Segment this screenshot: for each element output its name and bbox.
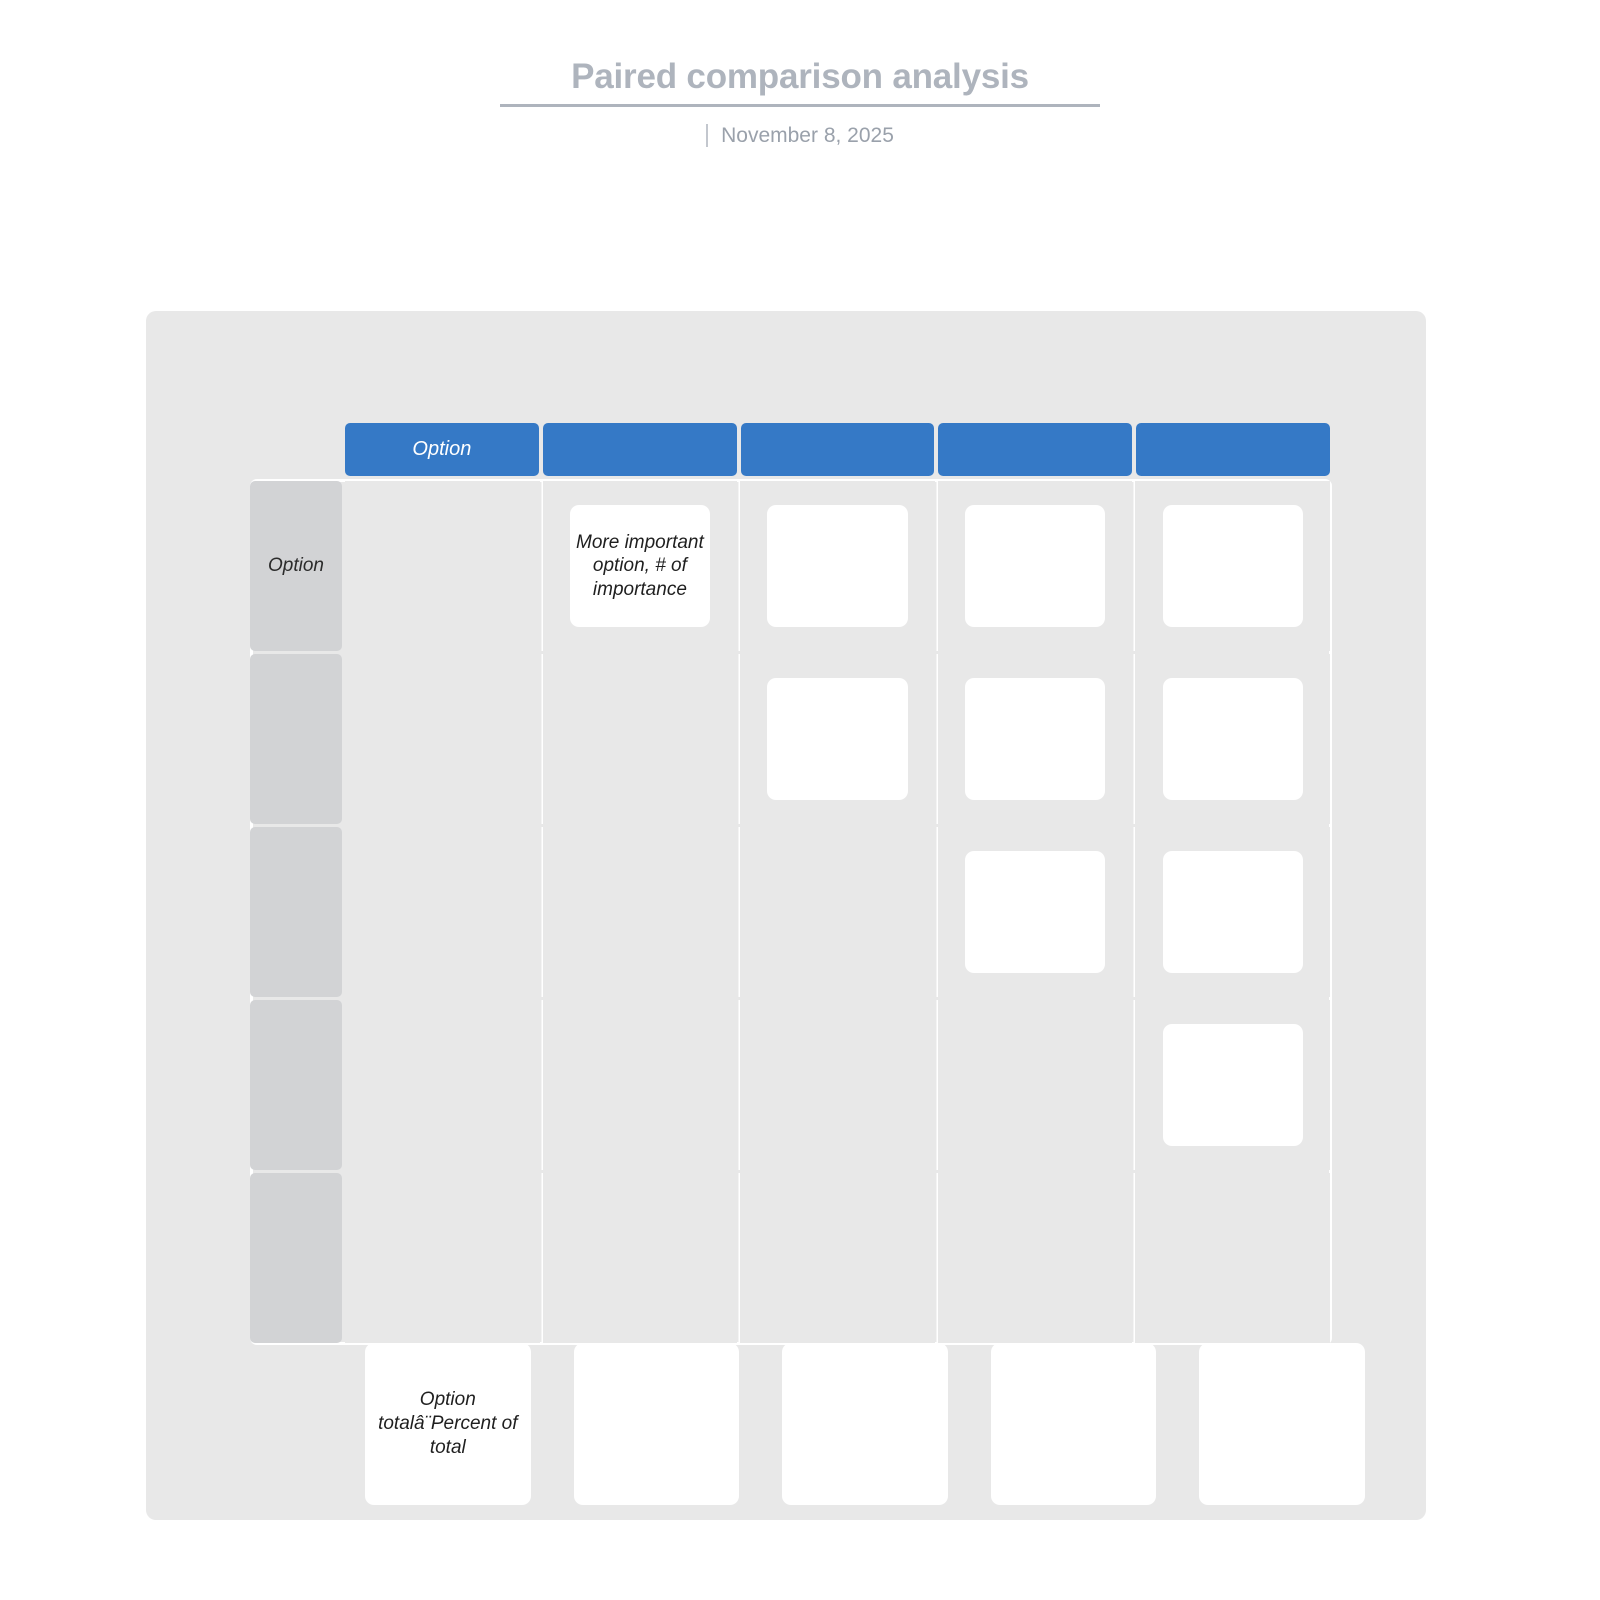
table-row: Option More important option, # of impor…	[250, 481, 1330, 651]
table-row	[250, 654, 1330, 824]
row-header-2[interactable]	[250, 654, 342, 824]
cell-r1c4	[937, 481, 1133, 651]
totals-label[interactable]: Option totalâ¨Percent of total	[365, 1343, 531, 1505]
worksheet-panel: Option Option More important option, # o…	[146, 311, 1426, 1520]
subtitle-row: November 8, 2025	[0, 123, 1600, 147]
cell-r3c4	[937, 827, 1133, 997]
cell-r3c1	[345, 827, 540, 997]
page-title: Paired comparison analysis	[571, 57, 1029, 96]
column-header-1[interactable]: Option	[345, 423, 539, 476]
cell-r2c2	[542, 654, 738, 824]
table-row	[250, 1173, 1330, 1343]
document-date: November 8, 2025	[721, 123, 894, 147]
row-header-4[interactable]	[250, 1000, 342, 1170]
cell-r1c2: More important option, # of importance	[542, 481, 738, 651]
input-r4c5[interactable]	[1162, 1023, 1303, 1147]
cell-r4c1	[345, 1000, 540, 1170]
cell-r3c5	[1135, 827, 1330, 997]
cell-r5c3	[740, 1173, 935, 1343]
row-header-1[interactable]: Option	[250, 481, 342, 651]
cell-r5c2	[542, 1173, 738, 1343]
cell-r3c2	[542, 827, 738, 997]
column-header-3[interactable]	[740, 423, 935, 476]
total-value-3[interactable]	[990, 1343, 1157, 1505]
cell-r4c2	[542, 1000, 738, 1170]
row-header-5[interactable]	[250, 1173, 342, 1343]
input-r2c5[interactable]	[1162, 677, 1303, 801]
cell-r1c5	[1135, 481, 1330, 651]
input-r3c4[interactable]	[965, 850, 1106, 974]
title-underline-wrap: Paired comparison analysis	[500, 58, 1100, 107]
cell-r5c4	[937, 1173, 1133, 1343]
input-r3c5[interactable]	[1162, 850, 1303, 974]
divider-bar-icon	[706, 123, 709, 147]
cell-r4c5	[1135, 1000, 1330, 1170]
input-r1c4[interactable]	[965, 504, 1106, 628]
input-r2c4[interactable]	[965, 677, 1106, 801]
cell-r2c4	[937, 654, 1133, 824]
document-header: Paired comparison analysis November 8, 2…	[0, 0, 1600, 147]
column-header-row: Option	[345, 423, 1330, 476]
input-r1c3[interactable]	[767, 504, 908, 628]
cell-r4c4	[937, 1000, 1133, 1170]
matrix-body: Option More important option, # of impor…	[250, 481, 1330, 1343]
column-header-2[interactable]	[542, 423, 737, 476]
total-value-1[interactable]	[573, 1343, 740, 1505]
cell-r5c5	[1135, 1173, 1330, 1343]
input-r1c5[interactable]	[1162, 504, 1303, 628]
column-header-4[interactable]	[938, 423, 1133, 476]
table-row	[250, 827, 1330, 997]
cell-r2c3	[740, 654, 935, 824]
total-value-4[interactable]	[1199, 1343, 1365, 1505]
cell-r3c3	[740, 827, 935, 997]
paired-comparison-matrix: Option Option More important option, # o…	[250, 423, 1332, 1430]
cell-r1c3	[740, 481, 935, 651]
totals-row: Option totalâ¨Percent of total	[365, 1343, 1365, 1505]
cell-r2c5	[1135, 654, 1330, 824]
cell-r4c3	[740, 1000, 935, 1170]
row-header-3[interactable]	[250, 827, 342, 997]
input-r1c2[interactable]: More important option, # of importance	[569, 504, 710, 628]
cell-r5c1	[345, 1173, 540, 1343]
cell-r1c1	[345, 481, 540, 651]
column-header-5[interactable]	[1136, 423, 1330, 476]
input-r2c3[interactable]	[767, 677, 908, 801]
total-value-2[interactable]	[782, 1343, 948, 1505]
table-row	[250, 1000, 1330, 1170]
cell-r2c1	[345, 654, 540, 824]
